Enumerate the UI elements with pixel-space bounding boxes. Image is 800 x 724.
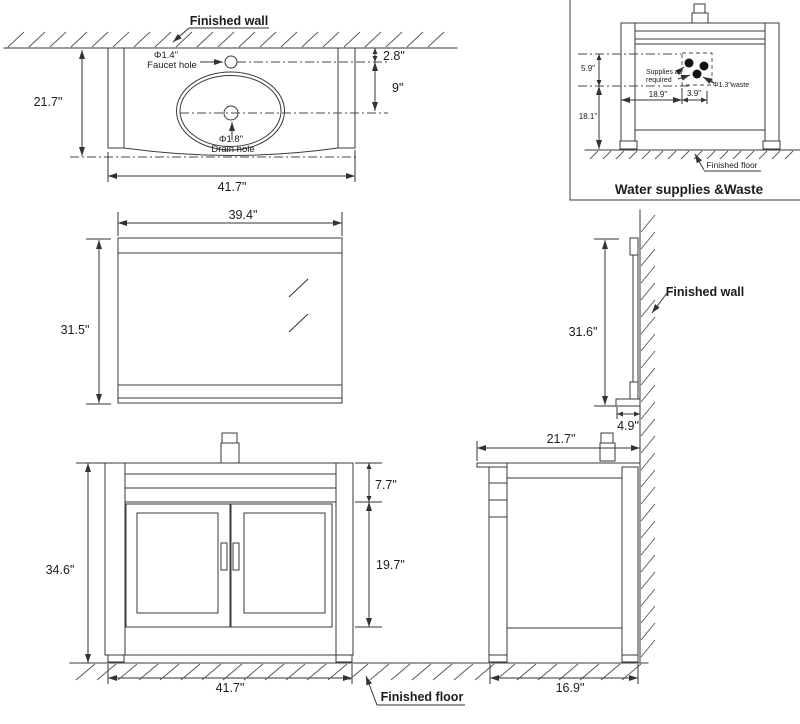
left-foot (619, 140, 638, 150)
dim-vanity-height-label: 34.6" (46, 563, 75, 577)
back-leg (621, 466, 639, 656)
wall-top: Finished wall (3, 14, 458, 49)
dim-mirror-height-label: 31.5" (61, 323, 90, 337)
dim-apron-height-label: 7.7" (375, 478, 397, 492)
right-leg (764, 22, 780, 142)
left-leg (620, 22, 636, 142)
dim-mirror-side-height-label: 31.6" (569, 325, 598, 339)
mirror-frame (117, 237, 343, 404)
right-door-handle (232, 542, 240, 571)
inset-title: Water supplies &Waste (615, 182, 764, 197)
sink-basin-inner (179, 75, 282, 147)
dim-mirror-depth-label: 4.9" (617, 419, 639, 433)
dim-waste-x-label: 3.9" (687, 89, 701, 98)
waste-point (692, 69, 702, 79)
right-foot (762, 140, 781, 150)
mirror-side-view: 31.6" 4.9" (569, 237, 641, 433)
right-door (230, 503, 333, 628)
glass-reflection (288, 278, 309, 298)
front-foot (488, 654, 508, 663)
right-pillar (335, 462, 354, 656)
dim-door-height-label: 19.7" (376, 558, 405, 572)
mirror-bottom-bracket (629, 381, 639, 400)
faucet-base (691, 12, 709, 24)
faucet-neck (221, 432, 238, 444)
wall-hatching (7, 31, 445, 48)
supply-point (684, 58, 694, 68)
finished-floor-label: Finished floor (706, 160, 757, 170)
faucet-hole (224, 55, 238, 69)
counter-right-end (337, 47, 356, 149)
dim-vanity-width-label: 41.7" (216, 681, 245, 695)
vanity-front-view: 34.6" 7.7" 19.7" 41.7" (46, 432, 405, 695)
drain-hole-label: Drain hole (211, 144, 254, 155)
waste-label: Φ1.3"waste (713, 82, 749, 89)
leader-arrow (172, 27, 190, 43)
counter-left-end (107, 47, 125, 149)
finished-floor-label: Finished floor (381, 690, 464, 704)
counter-front-curve (123, 147, 339, 156)
left-foot (107, 654, 125, 663)
right-foot (335, 654, 353, 663)
faucet-base (599, 442, 616, 462)
rough-in-zone (681, 52, 713, 86)
left-door (125, 503, 231, 628)
supplies-label-2: required (646, 77, 672, 84)
drain-dia-label: Φ1.8" (219, 134, 243, 145)
front-leg (488, 466, 508, 656)
floor-hatching (589, 150, 794, 160)
dim-depth-label: 21.7" (34, 95, 63, 109)
leader-arrow (365, 675, 378, 706)
dim-mirror-width-label: 39.4" (229, 208, 258, 222)
waste-leader (702, 76, 715, 84)
dim-supply-x-label: 18.9" (649, 90, 668, 99)
countertop-plan-view: Φ1.4" Faucet hole Φ1.8" Drain hole 21.7"… (34, 47, 405, 194)
counter-edge-ledge (476, 462, 508, 468)
leader-arrow (694, 153, 705, 171)
sink-basin-outer (176, 71, 285, 151)
supply-point (699, 61, 709, 71)
faucet-neck (600, 432, 614, 444)
right-door-panel (243, 512, 326, 614)
left-pillar (104, 462, 126, 656)
mirror-top-bracket (629, 237, 639, 256)
finished-wall-label: Finished wall (190, 14, 269, 28)
faucet-base (220, 442, 240, 464)
faucet-neck (693, 3, 706, 14)
faucet-hole-label: Faucet hole (147, 60, 197, 71)
leader-arrow (651, 292, 668, 314)
dim-faucet-offset-label: 2.8" (383, 49, 405, 63)
water-supplies-inset: Supplies as required Φ1.3"waste 5.9" 18.… (569, 0, 800, 201)
mirror-shelf (615, 398, 641, 407)
left-door-handle (220, 542, 228, 571)
dim-faucet-drain-label: 9" (392, 81, 403, 95)
mirror-front-view: 39.4" 31.5" (61, 208, 343, 405)
supplies-leader (675, 66, 685, 76)
wall-hatching (640, 214, 656, 658)
dim-side-top-depth-label: 21.7" (547, 432, 576, 446)
dim-width-label: 41.7" (218, 180, 247, 194)
mirror-profile (632, 254, 639, 383)
back-foot (621, 654, 639, 663)
faucet-dia-label: Φ1.4" (154, 50, 178, 61)
finished-wall-label: Finished wall (666, 285, 745, 299)
dim-side-bottom-depth-label: 16.9" (556, 681, 585, 695)
vanity-side-view: 21.7" 16.9" (476, 432, 641, 695)
wall-right: Finished wall (639, 209, 745, 664)
dim-waste-height-label: 18.1" (579, 112, 598, 121)
supplies-label-1: Supplies as (646, 69, 683, 76)
supplies-leader (677, 74, 691, 81)
dim-supply-height-label: 5.9" (581, 64, 595, 73)
glass-reflection (288, 313, 309, 333)
left-door-panel (136, 512, 219, 614)
floor-main: Finished floor (69, 662, 649, 706)
